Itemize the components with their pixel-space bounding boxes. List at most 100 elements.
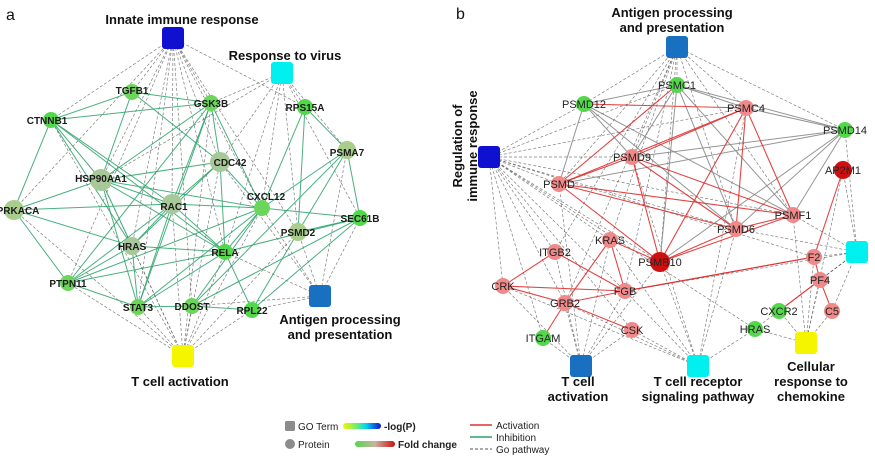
protein-b-hras — [747, 321, 763, 337]
inhibition-edge-hras-rela — [131, 245, 226, 253]
go-edge-b-tcr-psmb10 — [659, 261, 699, 367]
go-edge-a-virus-gsk3b — [210, 72, 283, 104]
protein-b-csk-label: CSK — [621, 325, 644, 337]
activation-edge-fgb-grb2 — [564, 290, 626, 304]
inhibition-edge-gsk3b-cxcl12 — [210, 102, 263, 209]
go-edge-a-tcell-cxcl12 — [182, 207, 263, 357]
go-edge-b-regulation-psmd — [488, 156, 560, 185]
protein-b-cxcr2-label: CXCR2 — [760, 306, 797, 318]
go-edge-b-regulation-psmf1 — [488, 156, 794, 216]
protein-b-psmb10-label: PSMB10 — [638, 257, 681, 269]
association-edge-psmd12-psmd9 — [583, 103, 633, 158]
activation-edge-grb2-crk — [502, 285, 566, 304]
protein-b-itgb2 — [547, 244, 563, 260]
activation-edge-psmc4-psmf1 — [745, 107, 794, 216]
protein-b-itgb2-label: ITGB2 — [539, 247, 571, 259]
go-edge-b-antigen-itgb2 — [554, 46, 678, 253]
protein-a-prkaca-label: PRKACA — [0, 206, 39, 217]
association-edge-psmc1-psmd6 — [676, 84, 737, 230]
protein-a-ddost — [184, 298, 200, 314]
protein-b-psmc1-label: PSMC1 — [658, 80, 696, 92]
go-term-a-innate-label: Innate immune response — [105, 12, 258, 27]
go-edge-b-tcr-grb2 — [564, 302, 699, 367]
inhibition-edge-rps15a-cxcl12 — [261, 106, 306, 209]
legend-activation-label: Activation — [496, 421, 539, 432]
inhibition-edge-ctnnb1-hsp90aa1 — [50, 119, 102, 181]
activation-edge-fgb-f2 — [624, 256, 815, 292]
go-edge-a-innate-hsp90aa1 — [100, 37, 174, 181]
inhibition-edge-prkaca-hras — [13, 209, 133, 247]
protein-a-hras-label: HRAS — [118, 242, 147, 253]
association-edge-psmd14-psmc4 — [745, 107, 846, 131]
inhibition-edge-tgfb1-hsp90aa1 — [100, 91, 133, 181]
protein-a-tgfb1-label: TGFB1 — [116, 86, 149, 97]
protein-b-psmd12-label: PSMD12 — [562, 99, 606, 111]
go-term-b-tcell-label: activation — [548, 389, 609, 404]
inhibition-edge-gsk3b-hsp90aa1 — [100, 102, 212, 181]
go-edge-b-cyan_right-hras — [754, 251, 858, 330]
protein-b-fgb-label: FGB — [614, 286, 637, 298]
activation-edge-psmd9-psmf1 — [631, 156, 794, 216]
legend-go-term-label: GO Term — [298, 422, 338, 433]
protein-a-gsk3b-label: GSK3B — [194, 99, 228, 110]
inhibition-edge-rps15a-psmd2 — [297, 106, 306, 233]
protein-a-sec61b — [352, 210, 368, 226]
legend-fold-change-label: Fold change — [398, 440, 457, 451]
legend-protein-swatch — [285, 439, 295, 449]
association-edge-psmd14-psmd — [558, 129, 846, 185]
protein-a-ctnnb1 — [43, 112, 59, 128]
protein-a-rps15a-label: RPS15A — [286, 103, 325, 114]
activation-edge-ap2m1-f2 — [813, 169, 844, 258]
legend-logp-gradient — [343, 423, 381, 429]
go-edge-b-tcell-psmd — [558, 183, 582, 367]
go-edge-a-innate-cdc42 — [172, 37, 221, 163]
inhibition-edge-ctnnb1-rac1 — [50, 119, 173, 205]
protein-b-pf4-label: PF4 — [810, 275, 830, 287]
protein-b-itgam-label: ITGAM — [526, 333, 561, 345]
protein-a-rpl22 — [244, 302, 260, 318]
activation-edge-fgb-crk — [502, 285, 626, 292]
legend-go-pathway-label: Go pathway — [496, 445, 549, 456]
inhibition-edge-cxcl12-ptpn11 — [67, 207, 263, 284]
activation-edge-psmd-psmc1 — [558, 84, 678, 185]
inhibition-edge-psma7-cxcl12 — [261, 149, 348, 209]
go-term-a-antigen — [309, 285, 331, 307]
go-edge-a-innate-ctnnb1 — [50, 37, 174, 121]
go-edge-a-virus-hsp90aa1 — [100, 72, 283, 181]
go-edge-b-regulation-fgb — [488, 156, 626, 292]
association-edge-psmc1-psmd9 — [631, 84, 678, 158]
go-term-a-antigen-label: and presentation — [288, 327, 393, 342]
protein-b-psmc4 — [738, 100, 754, 116]
go-edge-b-regulation-itgam — [488, 156, 544, 339]
activation-edge-psmd9-psmc4 — [631, 107, 747, 158]
protein-a-rac1-label: RAC1 — [160, 202, 188, 213]
go-edge-b-regulation-psmb10 — [488, 156, 661, 263]
go-edge-a-antigen-ddost — [191, 295, 321, 307]
activation-edge-kras-grb2 — [564, 239, 611, 304]
inhibition-edge-hsp90aa1-prkaca — [13, 179, 102, 211]
go-edge-b-regulation-psmc4 — [488, 107, 747, 158]
inhibition-edge-ctnnb1-tgfb1 — [50, 91, 133, 121]
inhibition-edge-rac1-stat3 — [137, 203, 173, 308]
inhibition-edge-psma7-psmd2 — [297, 149, 348, 233]
go-edge-a-innate-rac1 — [171, 37, 174, 205]
protein-a-cdc42-label: CDC42 — [214, 158, 247, 169]
go-edge-a-virus-cxcl12 — [261, 72, 283, 209]
inhibition-edge-stat3-ddost — [137, 305, 193, 308]
inhibition-edge-cxcl12-sec61b — [261, 207, 361, 219]
go-term-b-antigen-label: Antigen processing — [611, 5, 732, 20]
go-term-b-cyan_right — [846, 241, 868, 263]
go-edge-a-tcell-cdc42 — [182, 161, 221, 357]
legend-protein-label: Protein — [298, 440, 330, 451]
protein-b-psmd14-label: PSMD14 — [823, 125, 867, 137]
go-edge-a-antigen-rela — [224, 251, 321, 297]
go-edge-a-virus-sec61b — [281, 72, 361, 219]
protein-b-psmd9-label: PSMD9 — [613, 152, 651, 164]
go-term-b-regulation-label: immune response — [465, 90, 480, 201]
activation-edge-psmc4-psmd6 — [735, 107, 747, 230]
go-edge-b-chemokine-f2 — [805, 256, 815, 344]
protein-a-ddost-label: DDOST — [175, 302, 210, 313]
protein-a-stat3 — [130, 299, 146, 315]
